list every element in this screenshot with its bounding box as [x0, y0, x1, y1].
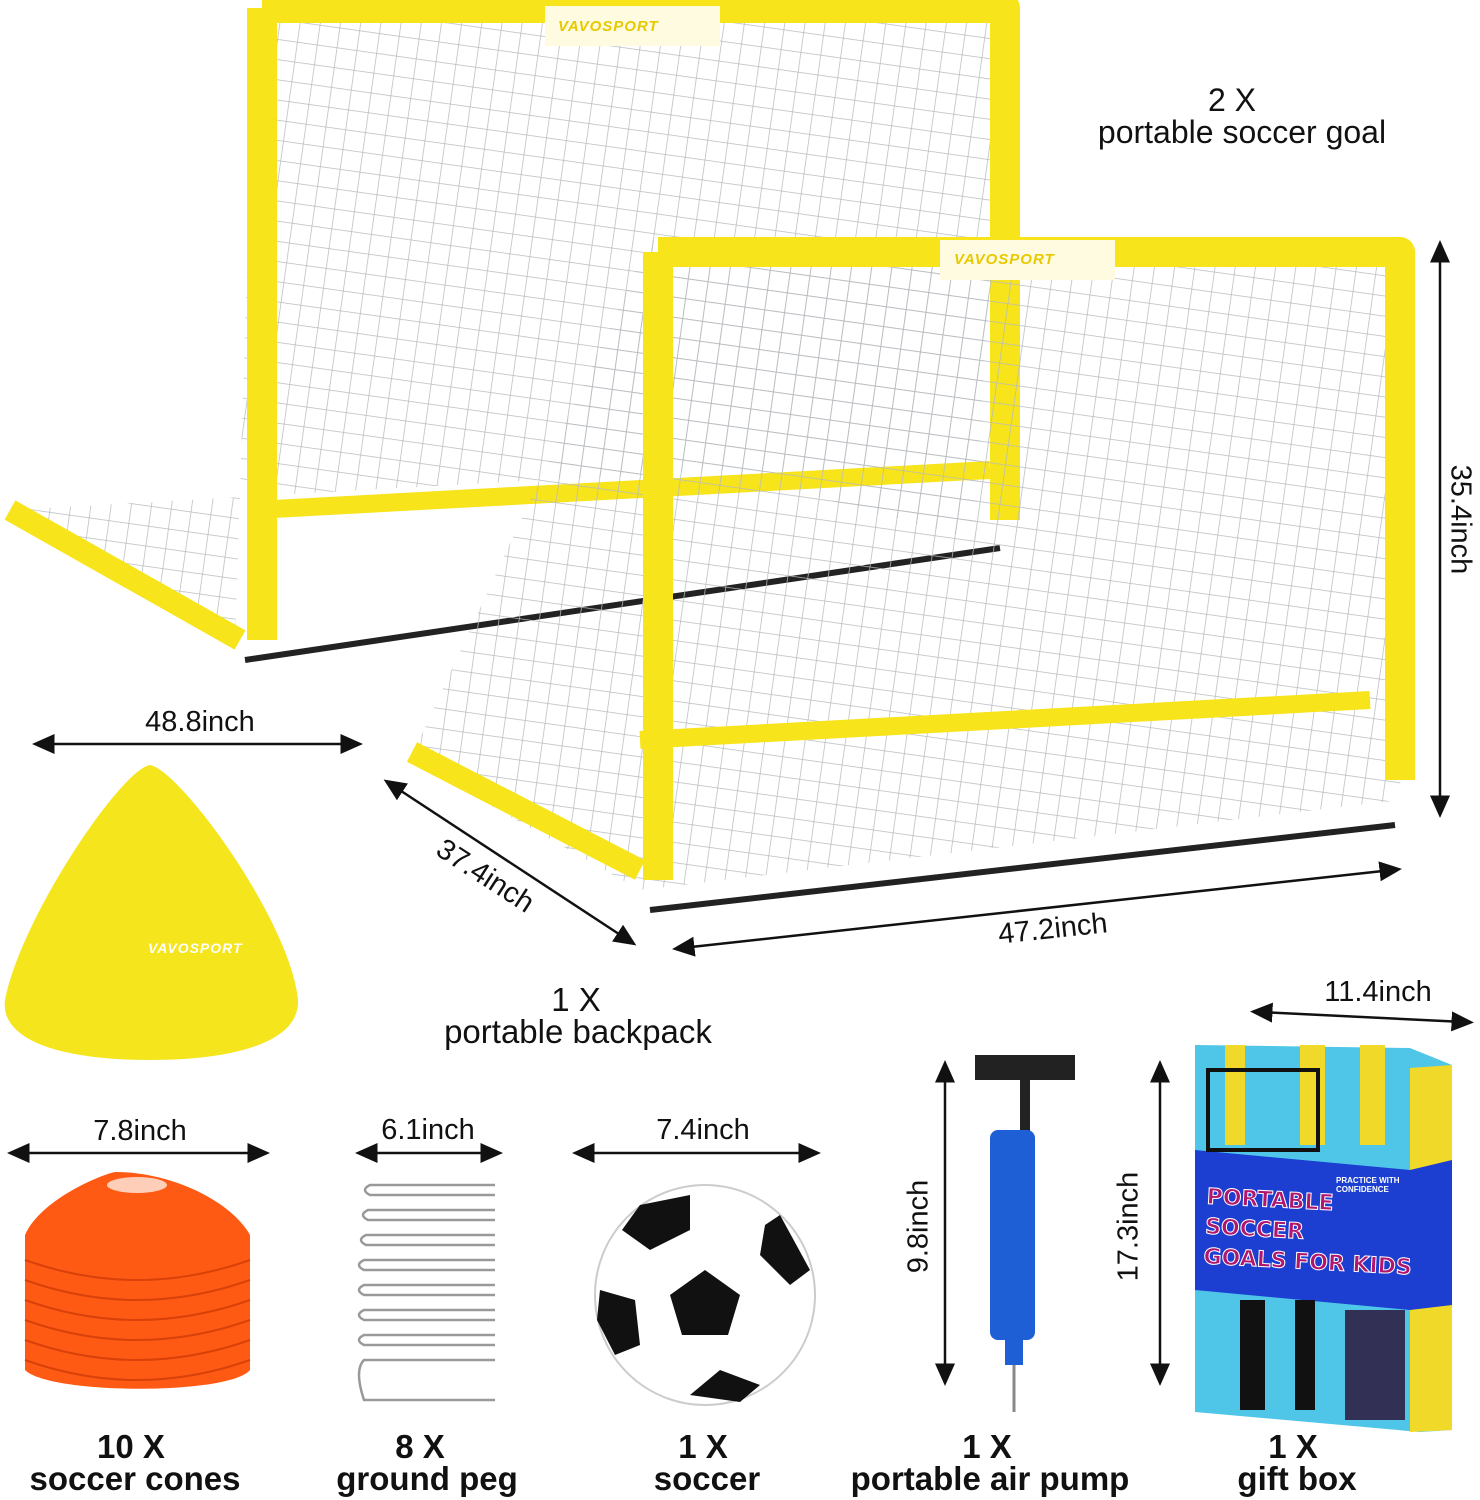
backpack-name: portable backpack — [444, 1013, 712, 1050]
ball-name: soccer — [653, 1460, 761, 1497]
gift-box-title: PORTABLE SOCCER GOALS FOR KIDS — [1202, 1183, 1416, 1284]
pump-size: 9.8inch — [902, 1179, 935, 1274]
pump-name: portable air pump — [850, 1460, 1130, 1497]
gift-box-qty: 1 X — [1268, 1428, 1318, 1465]
peg-qty: 8 X — [395, 1428, 445, 1465]
air-pump — [975, 1055, 1075, 1412]
gift-box — [1195, 1045, 1452, 1432]
backpack-qty: 1 X — [551, 981, 601, 1018]
goal-qty: 2 X — [1207, 82, 1257, 118]
dimension-arrows — [7, 240, 1474, 1386]
brand-logo-goal-back: VAVOSPORT — [558, 18, 659, 35]
backpack-cone — [4, 765, 299, 1060]
backpack-width: 48.8inch — [145, 706, 255, 738]
goal-height: 35.4inch — [1444, 464, 1477, 575]
cones-qty: 10 X — [97, 1428, 165, 1465]
brand-logo-goal-front: VAVOSPORT — [954, 251, 1055, 268]
gift-box-height: 17.3inch — [1112, 1171, 1145, 1282]
ground-pegs — [357, 1183, 495, 1402]
goal-name: portable soccer goal — [1097, 114, 1387, 150]
gift-box-subtitle: PRACTICE WITH CONFIDENCE — [1336, 1176, 1400, 1194]
cones-size: 7.8inch — [93, 1115, 187, 1147]
cones-name: soccer cones — [29, 1460, 241, 1497]
peg-size: 6.1inch — [381, 1114, 475, 1146]
gift-box-width: 11.4inch — [1324, 976, 1432, 1008]
soccer-cones — [24, 1172, 251, 1389]
brand-logo-backpack: VAVOSPORT — [148, 940, 243, 956]
pump-qty: 1 X — [962, 1428, 1012, 1465]
gift-box-name: gift box — [1237, 1460, 1357, 1497]
soccer-ball — [594, 1184, 816, 1406]
ball-size: 7.4inch — [656, 1114, 750, 1146]
ball-qty: 1 X — [678, 1428, 728, 1465]
peg-name: ground peg — [336, 1460, 518, 1497]
